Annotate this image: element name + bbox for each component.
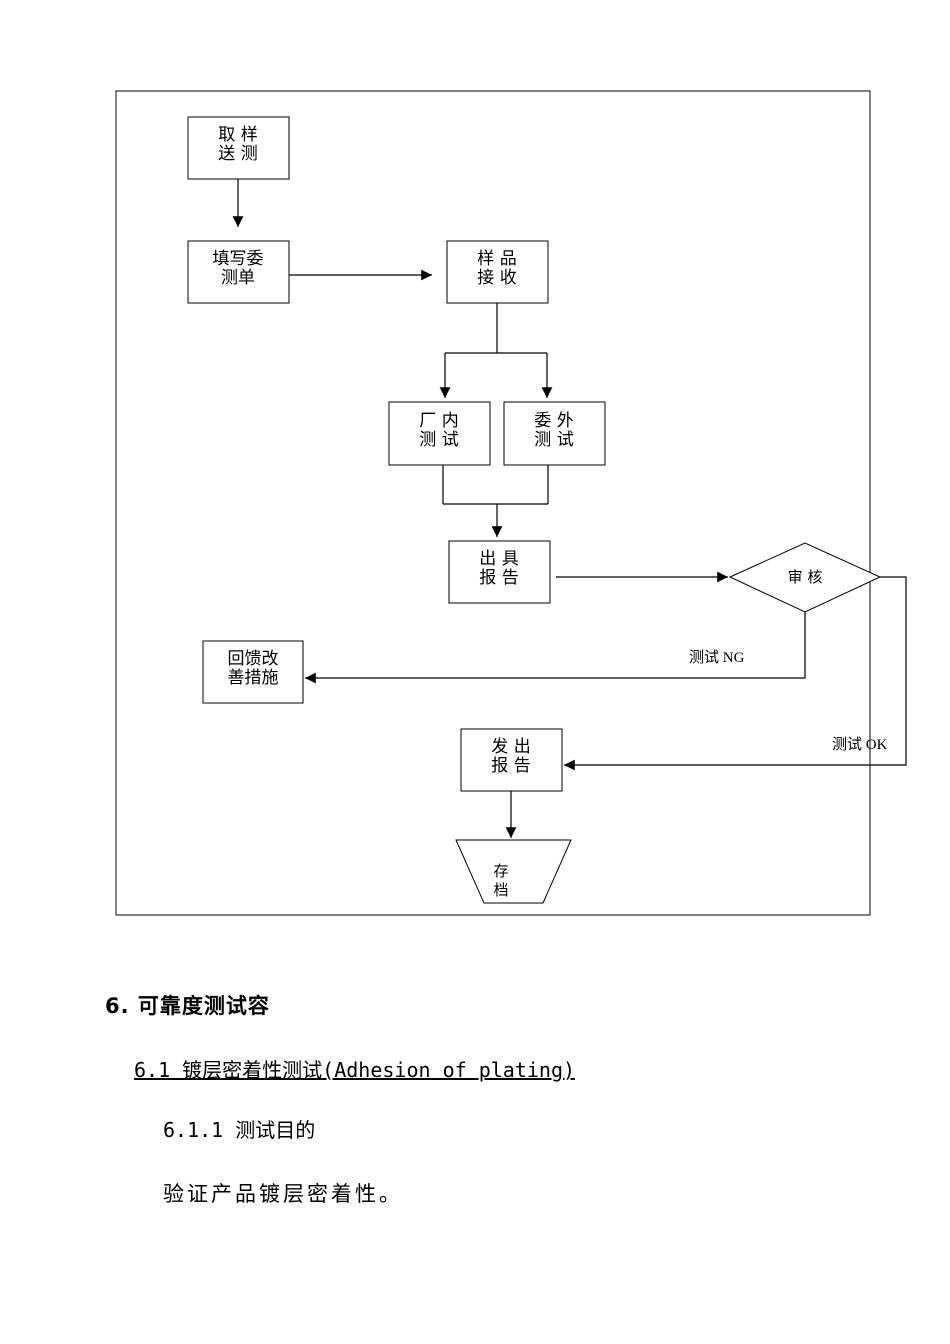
flowchart-edges — [232, 179, 907, 838]
svg-text:审 核: 审 核 — [788, 568, 823, 586]
svg-text:取 样: 取 样 — [218, 125, 257, 145]
svg-text:档: 档 — [493, 881, 508, 899]
svg-text:测 试: 测 试 — [534, 430, 573, 450]
svg-text:善措施: 善措施 — [228, 668, 279, 688]
node-send-report: 发 出 报 告 — [460, 728, 563, 792]
svg-text:测单: 测单 — [221, 268, 255, 288]
svg-text:出 具: 出 具 — [479, 549, 518, 569]
node-review: 审 核 — [728, 542, 882, 613]
node-fill-form: 填写委 测单 — [187, 240, 290, 304]
svg-text:报 告: 报 告 — [491, 756, 530, 776]
svg-text:委 外: 委 外 — [534, 411, 573, 431]
svg-text:样 品: 样 品 — [477, 249, 516, 269]
purpose-paragraph: 验证产品镀层密着性。 — [163, 1182, 403, 1206]
svg-text:填写委: 填写委 — [213, 249, 264, 269]
section-heading: 6. 可靠度测试容 — [105, 994, 270, 1018]
node-archive: 存 档 — [455, 839, 572, 904]
svg-text:送 测: 送 测 — [218, 144, 257, 164]
node-feedback: 回馈改 善措施 — [202, 640, 304, 704]
node-external-test: 委 外 测 试 — [503, 401, 606, 466]
subsubsection-heading: 6.1.1 测试目的 — [163, 1118, 316, 1142]
svg-text:存: 存 — [493, 862, 508, 880]
edge-label-ok: 测试 OK — [832, 736, 888, 753]
svg-text:发 出: 发 出 — [491, 737, 530, 757]
flowchart: 取 样 送 测 填写委 测单 样 品 接 收 厂 内 测 试 委 外 测 试 出… — [115, 90, 907, 916]
flowchart-frame — [115, 90, 871, 916]
subsection-heading: 6.1 镀层密着性测试(Adhesion of plating) — [134, 1058, 576, 1082]
svg-text:测 试: 测 试 — [419, 430, 458, 450]
node-issue-report: 出 具 报 告 — [448, 540, 551, 604]
svg-text:回馈改: 回馈改 — [228, 649, 279, 669]
node-sampling: 取 样 送 测 — [187, 116, 290, 180]
svg-text:报 告: 报 告 — [479, 568, 518, 588]
node-sample-receipt: 样 品 接 收 — [446, 240, 549, 304]
svg-text:接 收: 接 收 — [477, 268, 516, 288]
node-internal-test: 厂 内 测 试 — [388, 401, 491, 466]
edge-review-ok — [564, 576, 907, 771]
edge-label-ng: 测试 NG — [689, 649, 745, 666]
edge-review-ng — [305, 612, 806, 684]
svg-text:厂 内: 厂 内 — [419, 411, 458, 431]
